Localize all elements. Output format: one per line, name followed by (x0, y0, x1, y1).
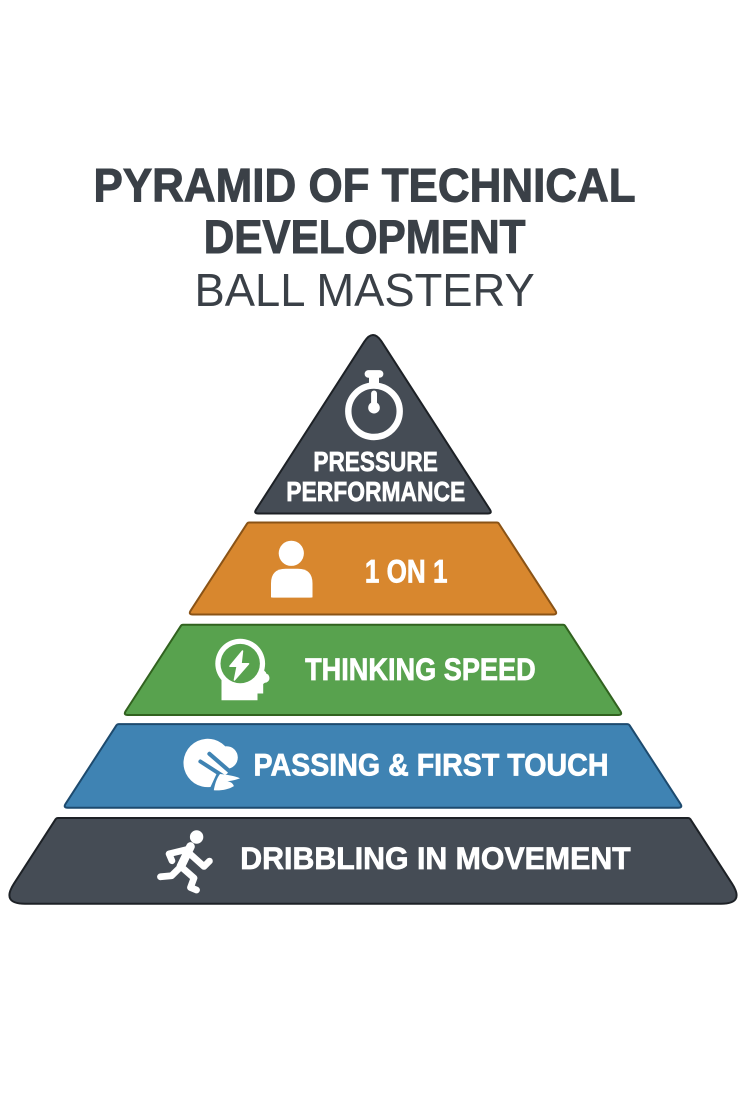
svg-text:DEVELOPMENT: DEVELOPMENT (204, 211, 526, 264)
svg-text:1 ON 1: 1 ON 1 (365, 554, 448, 590)
svg-text:THINKING SPEED: THINKING SPEED (305, 652, 536, 687)
svg-text:PRESSURE: PRESSURE (313, 446, 437, 477)
svg-text:PERFORMANCE: PERFORMANCE (286, 476, 465, 507)
svg-text:BALL MASTERY: BALL MASTERY (195, 264, 535, 316)
svg-text:PYRAMID OF TECHNICAL: PYRAMID OF TECHNICAL (94, 160, 636, 213)
svg-text:DRIBBLING IN MOVEMENT: DRIBBLING IN MOVEMENT (240, 841, 630, 876)
svg-text:PASSING & FIRST TOUCH: PASSING & FIRST TOUCH (254, 748, 609, 783)
